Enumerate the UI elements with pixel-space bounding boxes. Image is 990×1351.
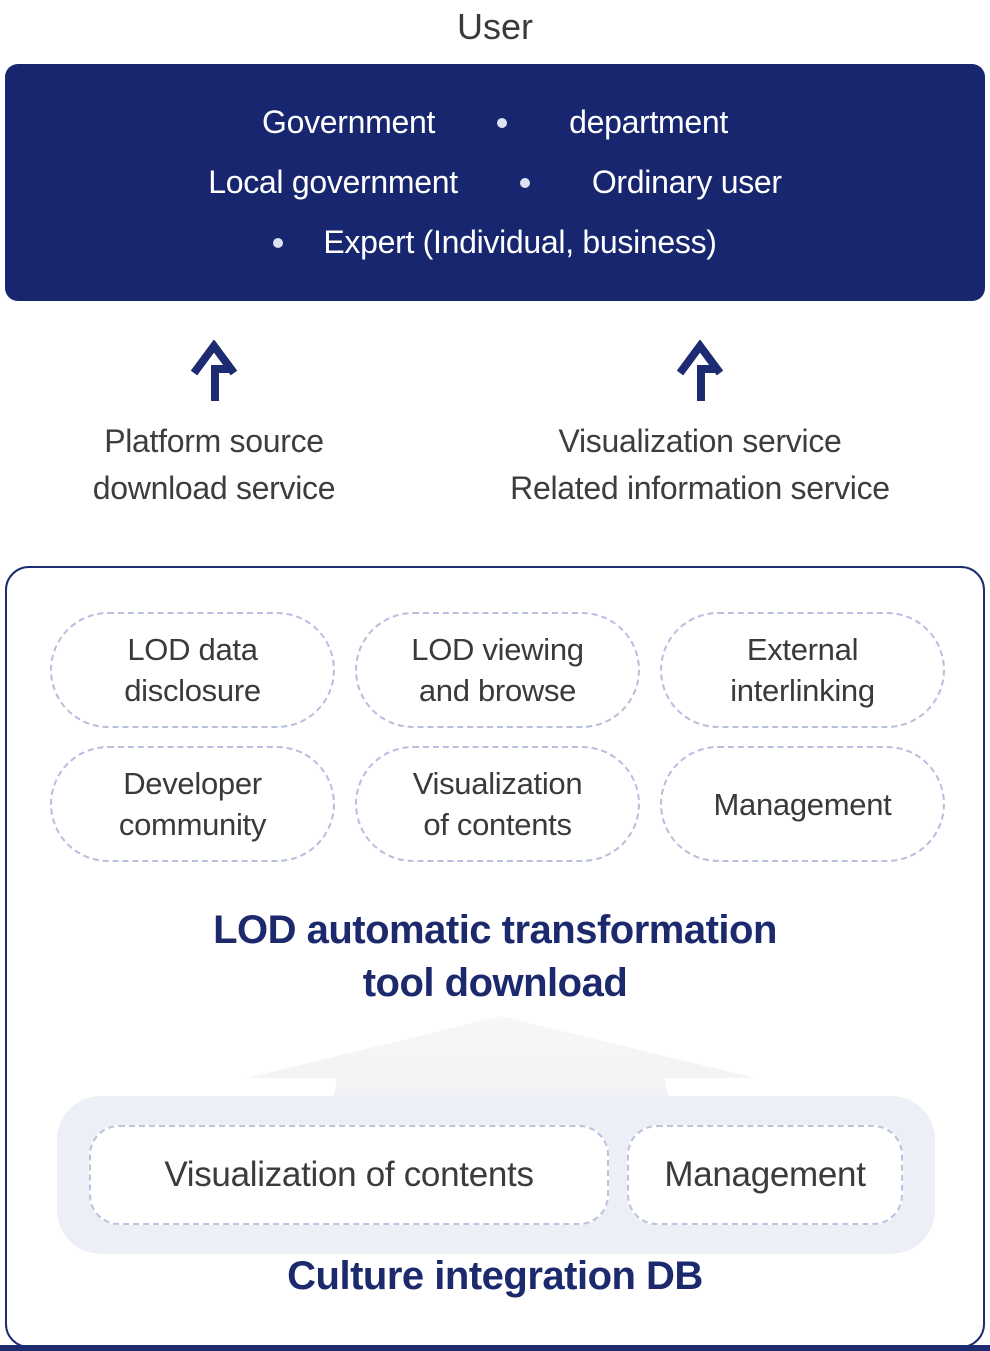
db-pill-label: Visualization of contents [164, 1155, 534, 1194]
service-platform-download: Platform source download service [28, 340, 400, 512]
heading-line: LOD automatic transformation [213, 908, 777, 952]
page-title: User [456, 6, 533, 47]
feature-pill-lod-viewing-browse: LOD viewing and browse [355, 612, 640, 728]
service-label-line: download service [92, 470, 336, 506]
user-item-ordinary-user: Ordinary user [591, 164, 782, 200]
transform-tool-heading: LOD automatic transformation tool downlo… [7, 904, 983, 1010]
user-item-local-government: Local government [208, 164, 458, 200]
feature-label-line: Visualization [412, 766, 583, 801]
bullet-dot [273, 237, 284, 248]
feature-pill-management: Management [660, 746, 945, 862]
up-arrow-icon [676, 340, 724, 401]
bullet-dot [519, 177, 530, 188]
feature-label-line: Developer [123, 766, 262, 801]
db-title: Culture integration DB [287, 1254, 703, 1298]
user-group-box: Government department Local government O… [5, 64, 985, 301]
user-row-2: Local government Ordinary user [5, 153, 985, 213]
feature-label-line: disclosure [124, 673, 261, 708]
user-row-3: Expert (Individual, business) [5, 213, 985, 273]
up-arrow-icon [190, 340, 238, 401]
service-label-line: Visualization service [558, 423, 842, 459]
heading-line: tool download [362, 961, 628, 1005]
user-row-1: Government department [5, 93, 985, 153]
feature-label-line: interlinking [730, 673, 875, 708]
feature-label-line: of contents [423, 807, 572, 842]
service-label-line: Related information service [510, 470, 890, 506]
db-pill-management: Management [627, 1125, 903, 1225]
bullet-dot [497, 117, 508, 128]
db-module-box: Visualization of contents Management [57, 1096, 935, 1254]
feature-pill-external-interlinking: External interlinking [660, 612, 945, 728]
user-item-department: department [569, 104, 728, 140]
bottom-accent-bar [0, 1345, 990, 1351]
feature-label-line: External [746, 632, 859, 667]
service-label: Visualization service Related informatio… [420, 418, 980, 512]
feature-label-line: LOD viewing [411, 632, 584, 667]
service-visualization: Visualization service Related informatio… [420, 340, 980, 512]
feature-label-line: community [118, 807, 267, 842]
platform-box: LOD data disclosure LOD viewing and brow… [5, 566, 985, 1348]
feature-grid: LOD data disclosure LOD viewing and brow… [50, 612, 945, 862]
db-pill-visualization-of-contents: Visualization of contents [89, 1125, 609, 1225]
service-label: Platform source download service [28, 418, 400, 512]
feature-pill-lod-data-disclosure: LOD data disclosure [50, 612, 335, 728]
feature-pill-developer-community: Developer community [50, 746, 335, 862]
user-item-government: Government [262, 104, 436, 140]
feature-label-line: Management [713, 786, 892, 822]
db-pill-label: Management [664, 1155, 866, 1194]
user-item-expert: Expert (Individual, business) [323, 224, 717, 260]
service-label-line: Platform source [104, 423, 324, 459]
feature-label-line: and browse [418, 673, 577, 708]
feature-label-line: LOD data [127, 632, 258, 667]
feature-pill-visualization-of-contents: Visualization of contents [355, 746, 640, 862]
